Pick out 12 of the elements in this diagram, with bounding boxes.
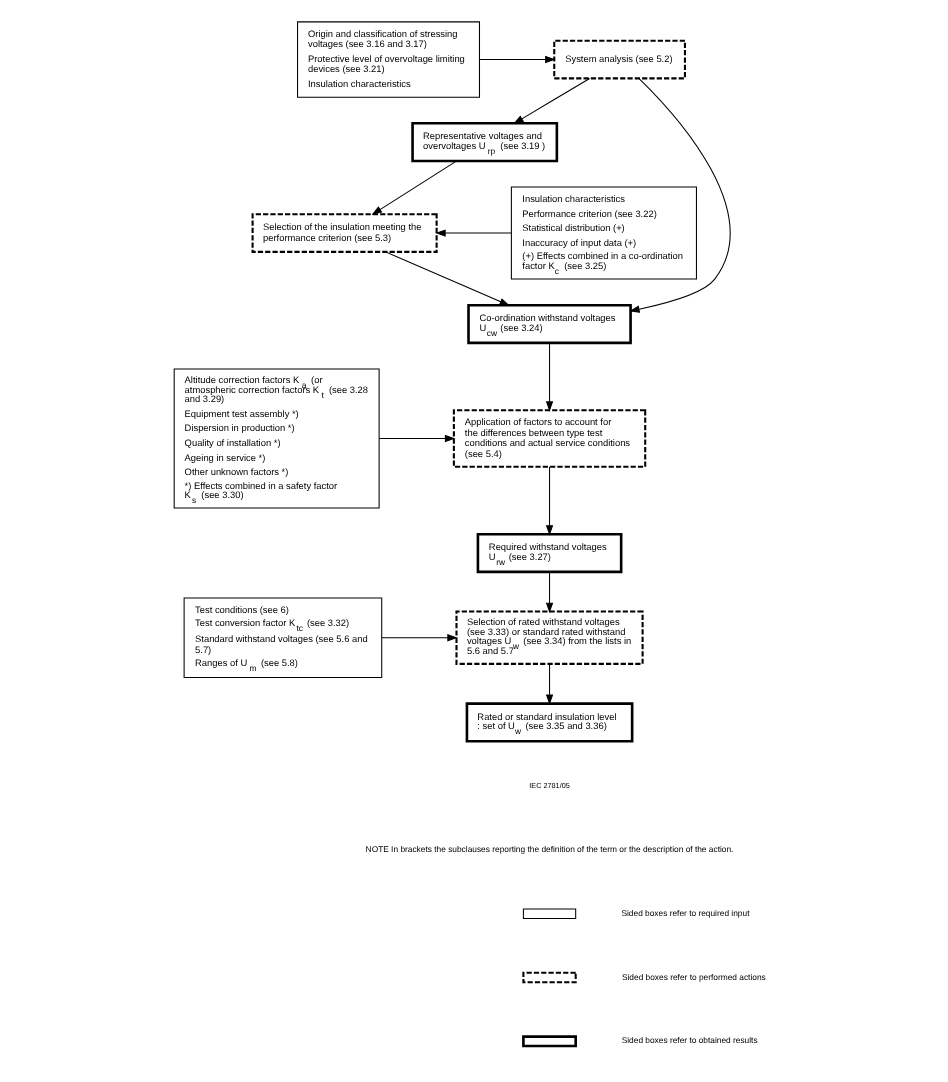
arrow [381, 634, 458, 642]
arrow [545, 466, 554, 536]
arrow [545, 663, 554, 705]
arrow [479, 55, 556, 64]
arrow [513, 77, 591, 125]
arrow [371, 160, 457, 215]
arrow [385, 251, 510, 306]
arrow [545, 571, 554, 614]
arrow [629, 78, 731, 313]
arrow [435, 229, 512, 237]
arrow [545, 342, 554, 412]
arrow [378, 434, 456, 443]
